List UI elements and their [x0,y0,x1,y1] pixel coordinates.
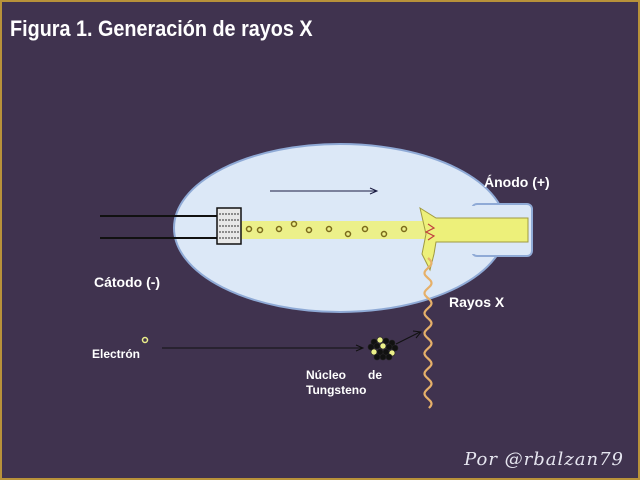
nucleon [385,353,393,361]
electron-dot [305,226,313,234]
author-credit: Por @rbalzan79 [464,449,624,470]
electron-beam [240,221,426,239]
nucleon [379,342,387,350]
electron-dot [256,226,264,234]
nucleon [373,353,381,361]
nucleus-emission-arrow [395,330,422,345]
nucleus-label-word: Núcleo [306,368,347,382]
nucleus-label: Núcleo de Tungsteno [306,368,382,398]
electron-dot [325,225,333,233]
cathode-label: Cátodo (-) [94,274,161,290]
nucleon [376,336,384,344]
nucleon [373,342,381,350]
electron-label: Electrón [92,347,141,361]
tungsten-nucleus [367,336,399,361]
beam-direction-arrow [270,187,379,195]
nucleus-label-word: Tungsteno [306,383,367,397]
electron-dot [400,225,408,233]
anode [419,206,529,272]
electron-dot [290,220,298,228]
page-title: Figura 1. Generación de rayos X [10,16,313,41]
xray-wave [423,257,433,409]
nucleon [391,344,399,352]
electron-dot [344,230,352,238]
xrays-label: Rayos X [449,294,505,310]
anode-label: Ánodo (+) [484,174,550,190]
nucleon [382,337,390,345]
cathode-filament [216,207,242,245]
beam-electrons [245,220,408,238]
electron-dot [380,230,388,238]
electron-path-arrow [162,344,365,352]
electron-dot [245,225,253,233]
free-electron [141,336,149,344]
electron-dot [361,225,369,233]
cathode-wires [100,215,218,239]
nucleus-label-word: de [368,368,383,382]
nucleon [379,353,387,361]
electron-dot [275,225,283,233]
